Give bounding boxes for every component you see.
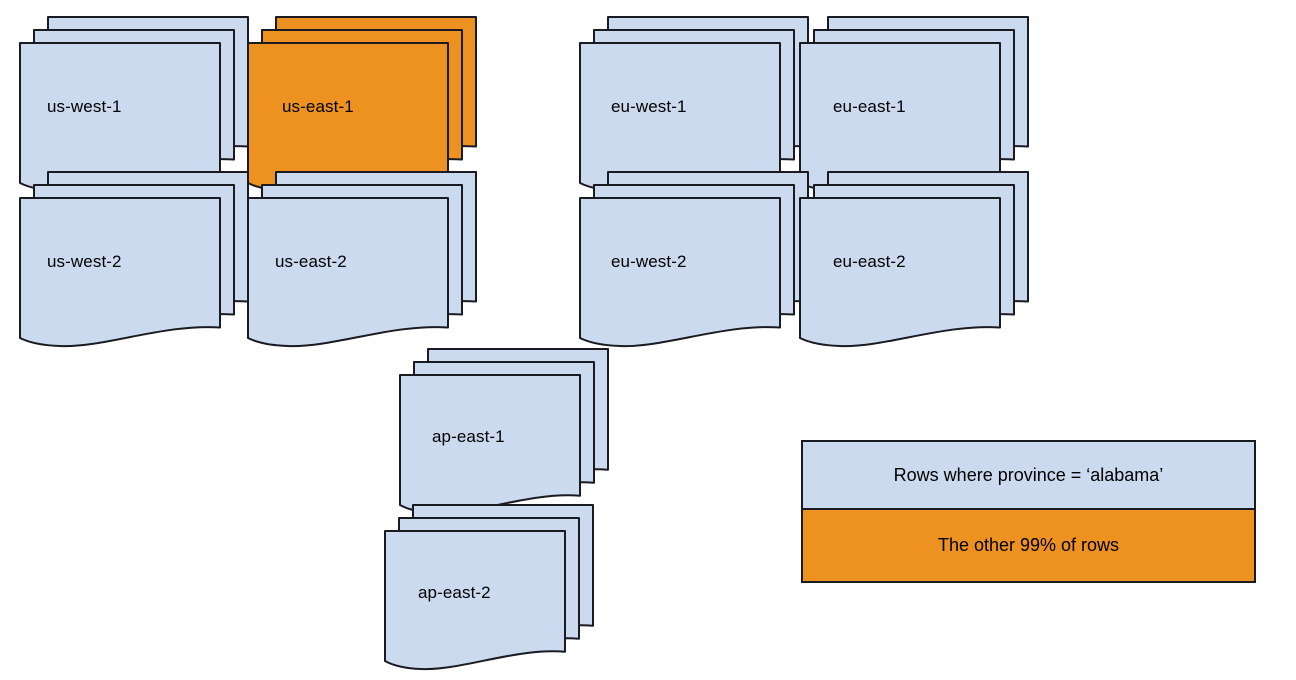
stack-sheets-ap-east-1: [399, 348, 609, 515]
sheet-front: [247, 42, 449, 193]
region-stack-eu-west-1[interactable]: [579, 16, 812, 197]
sheet-front: [799, 42, 1001, 193]
stack-sheets-us-east-2: [247, 171, 477, 348]
region-stack-ap-east-2[interactable]: [384, 504, 597, 675]
region-stack-ap-east-1[interactable]: [399, 348, 612, 519]
legend-row-matching-rows: Rows where province = ‘alabama’: [803, 442, 1254, 510]
region-stack-eu-west-2[interactable]: [579, 171, 812, 352]
sheet-front: [579, 197, 781, 348]
stack-sheets-eu-west-2: [579, 171, 809, 348]
stack-sheets-us-east-1: [247, 16, 477, 193]
sheet-front: [19, 42, 221, 193]
region-stack-us-east-1[interactable]: [247, 16, 480, 197]
stack-sheets-us-west-2: [19, 171, 249, 348]
stack-sheets-eu-west-1: [579, 16, 809, 193]
sheet-front: [247, 197, 449, 348]
sheet-front: [399, 374, 581, 515]
region-stack-eu-east-2[interactable]: [799, 171, 1032, 352]
legend: Rows where province = ‘alabama’ The other…: [801, 440, 1256, 583]
sheet-front: [384, 530, 566, 671]
stack-sheets-us-west-1: [19, 16, 249, 193]
region-stack-us-east-2[interactable]: [247, 171, 480, 352]
region-stack-us-west-2[interactable]: [19, 171, 252, 352]
stack-sheets-ap-east-2: [384, 504, 594, 671]
legend-row-label: Rows where province = ‘alabama’: [893, 464, 1164, 485]
legend-row-other-rows: The other 99% of rows: [803, 510, 1254, 581]
sheet-front: [799, 197, 1001, 348]
stack-sheets-eu-east-2: [799, 171, 1029, 348]
sheet-front: [579, 42, 781, 193]
stack-sheets-eu-east-1: [799, 16, 1029, 193]
sheet-front: [19, 197, 221, 348]
legend-row-label: The other 99% of rows: [937, 535, 1120, 555]
region-stack-us-west-1[interactable]: [19, 16, 252, 197]
region-stack-eu-east-1[interactable]: [799, 16, 1032, 197]
